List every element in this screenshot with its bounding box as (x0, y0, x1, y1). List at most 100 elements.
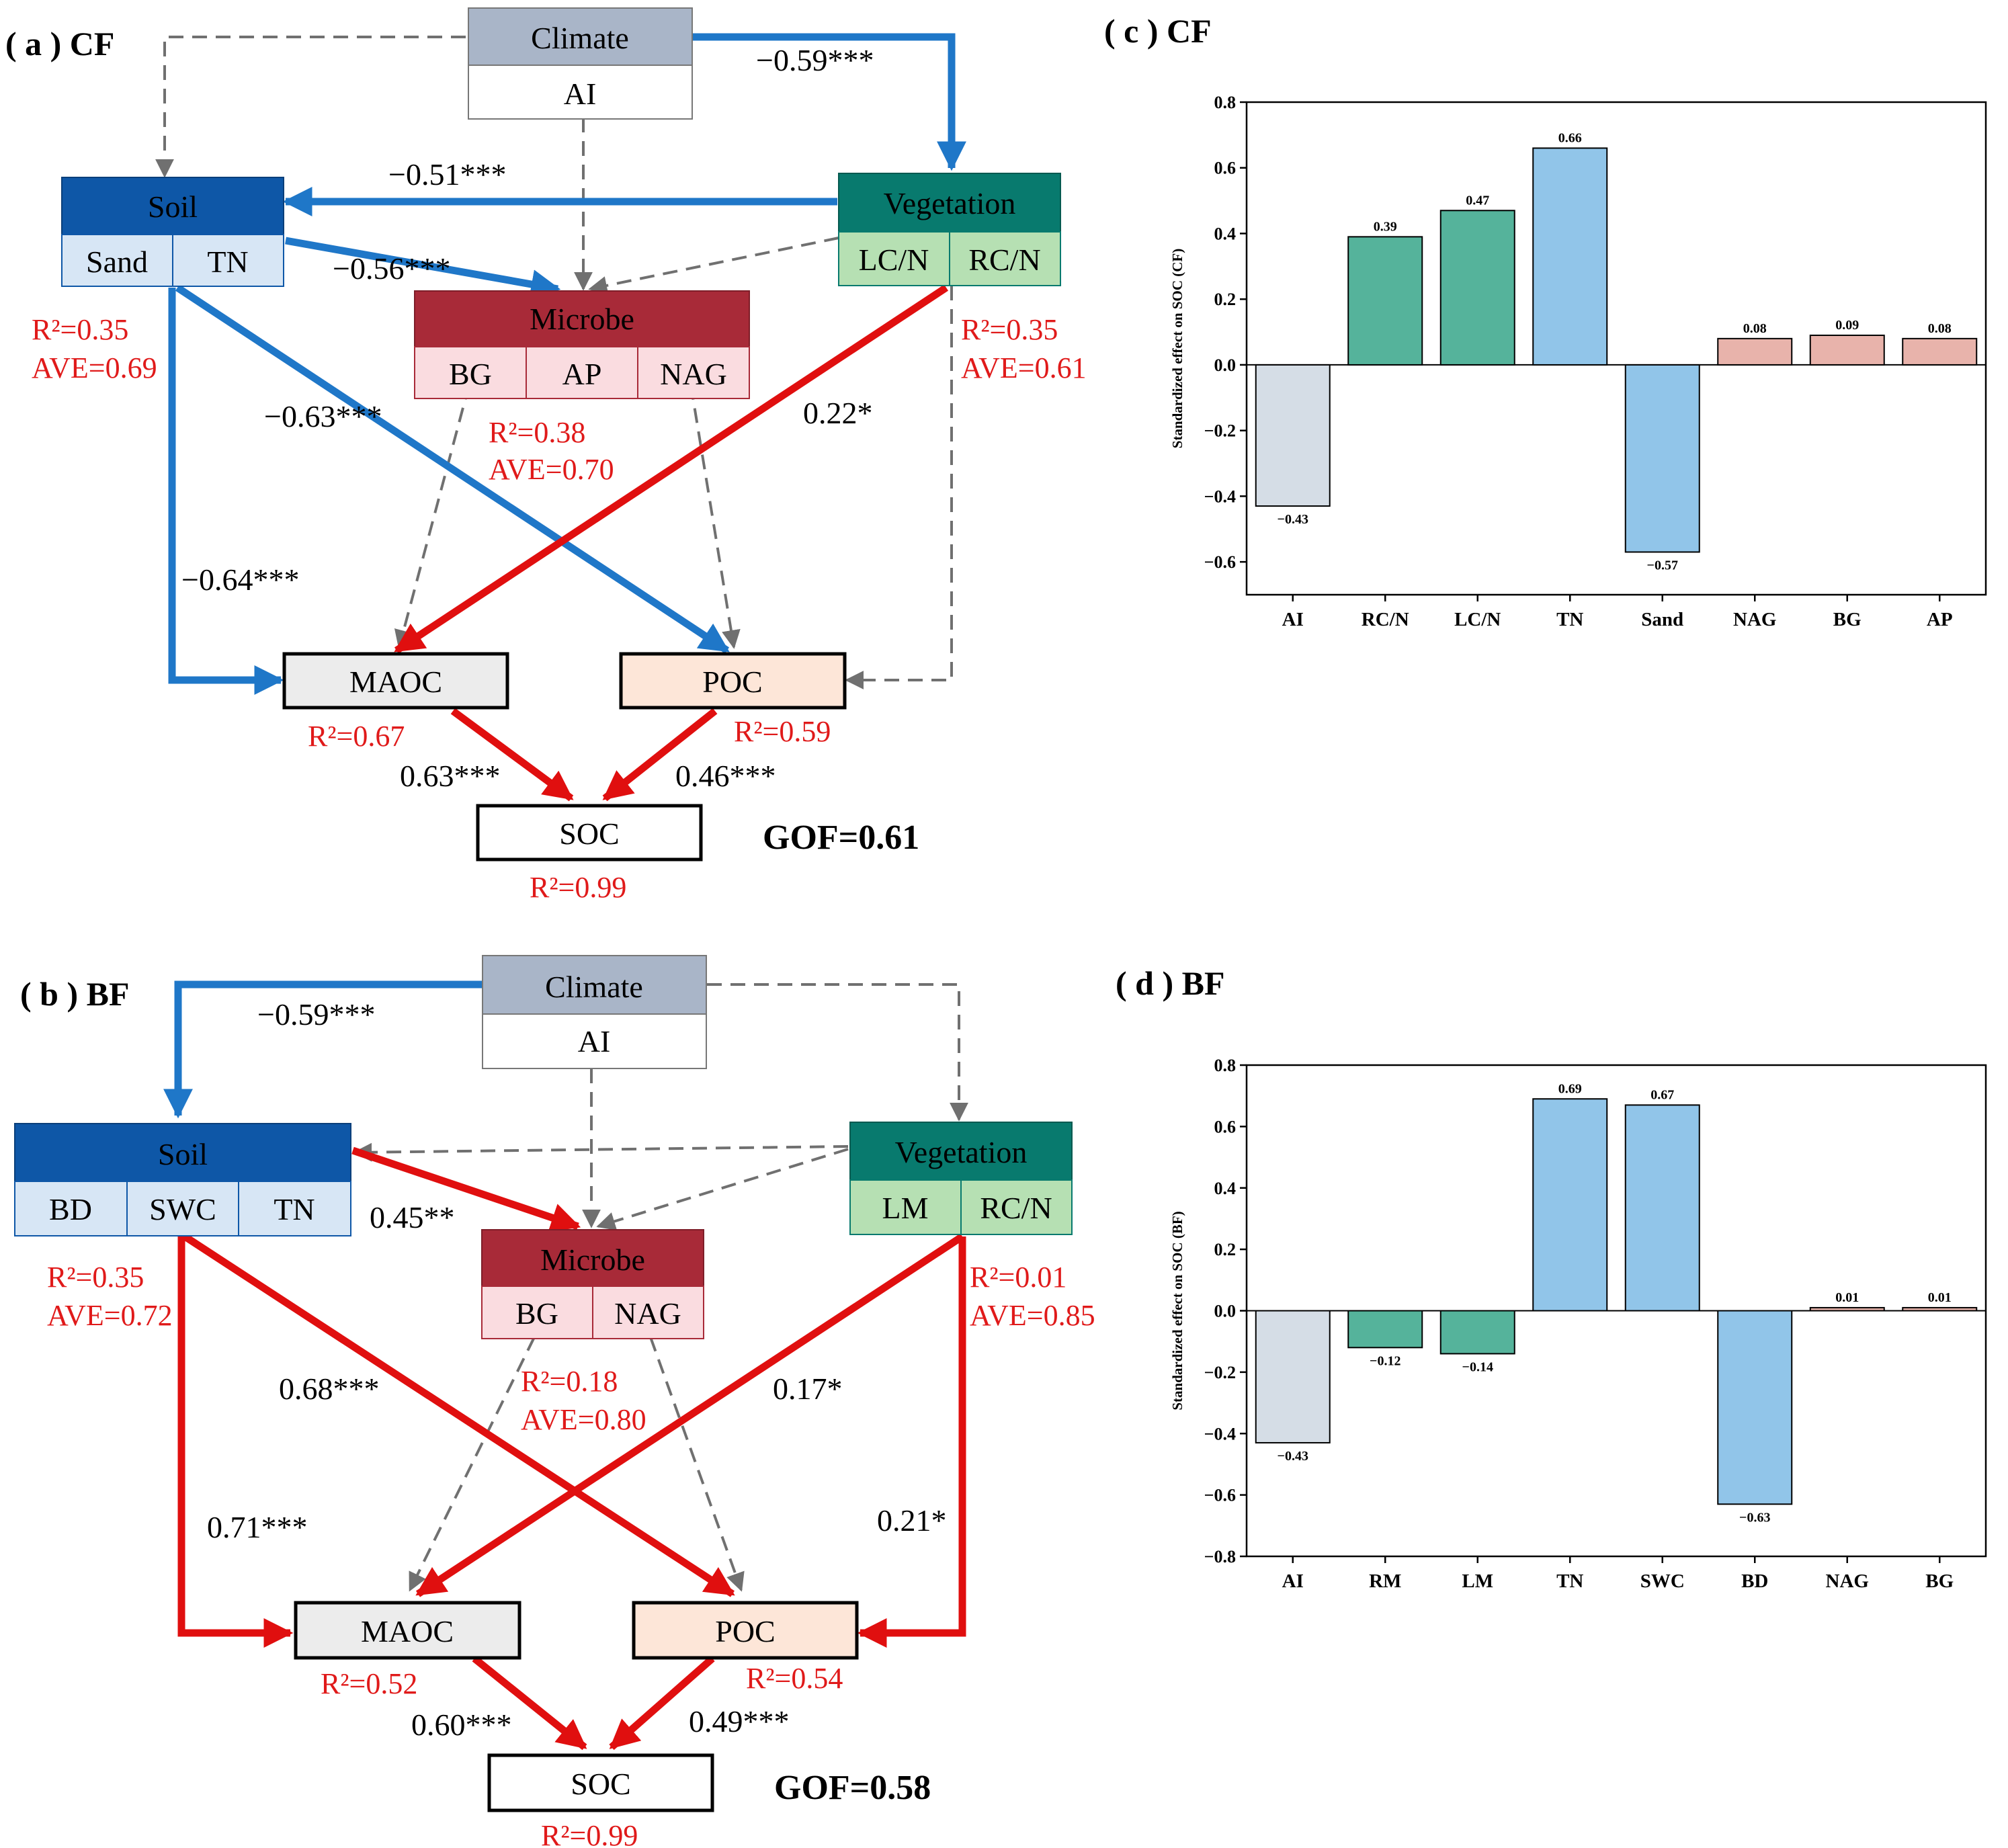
y-tick-label: −0.4 (1204, 1424, 1236, 1443)
soil-title: Soil (158, 1137, 208, 1171)
soc-block: SOC (487, 1753, 714, 1812)
bar-value-label: 0.09 (1835, 318, 1859, 333)
bar (1347, 1310, 1423, 1349)
bar-value-label: 0.08 (1928, 321, 1952, 336)
panel-a-label: ( a ) CF (5, 25, 114, 62)
microbe-cell-nag: NAG (660, 357, 727, 391)
panel-d-bar-chart: ( d ) BF0.80.60.40.20.0−0.2−0.4−0.6−0.8S… (1116, 964, 1987, 1592)
y-tick-label: −0.4 (1204, 487, 1236, 506)
bar (1717, 337, 1793, 366)
microbe-block: Microbe BG NAG (481, 1229, 704, 1339)
soil-cell-tn: TN (207, 245, 248, 279)
coef-soil-poc: 0.68*** (279, 1372, 380, 1406)
path-vegetation-to-poc (857, 1236, 966, 1648)
vegetation-block: Vegetation LM RC/N (849, 1122, 1073, 1235)
coef-maoc-soc: 0.60*** (411, 1708, 512, 1742)
bar-value-label: −0.43 (1278, 512, 1308, 527)
panel-b-gof: GOF=0.58 (774, 1769, 931, 1807)
y-tick-label: −0.6 (1204, 1486, 1236, 1505)
coef-maoc-soc: 0.63*** (400, 759, 501, 793)
vegetation-title: Vegetation (895, 1135, 1028, 1169)
panel-a-solid-paths (168, 33, 966, 802)
plot-frame (1245, 101, 1987, 596)
vegetation-r2: R²=0.01 (970, 1261, 1066, 1294)
y-tick-label: −0.8 (1204, 1547, 1236, 1566)
y-tick-label: 0.6 (1214, 1117, 1237, 1136)
coef-poc-soc: 0.49*** (689, 1704, 790, 1738)
bar-value-label: 0.01 (1928, 1290, 1952, 1305)
microbe-cell-bg: BG (449, 357, 492, 391)
bar (1624, 364, 1700, 553)
maoc-block: MAOC (282, 652, 509, 710)
path-vegetation-to-poc (845, 286, 953, 689)
panel-a-sem-diagram: ( a ) CF Climate AI (5, 7, 1087, 904)
soil-r2: R²=0.35 (32, 313, 128, 346)
climate-block: Climate AI (468, 7, 693, 120)
vegetation-block: Vegetation LC/N RC/N (838, 173, 1061, 286)
y-tick-label: −0.2 (1204, 421, 1236, 441)
bar (1902, 1306, 1978, 1312)
y-tick-label: 0.0 (1214, 355, 1237, 375)
bar-value-label: 0.39 (1374, 219, 1397, 234)
bar (1902, 337, 1978, 366)
coef-climate-soil: −0.59*** (257, 997, 375, 1032)
panel-b-label: ( b ) BF (20, 975, 130, 1013)
soc-label: SOC (559, 816, 619, 851)
y-axis-label: Standardized effect on SOC (CF) (1169, 249, 1185, 448)
x-tick-label: LC/N (1454, 609, 1501, 630)
x-tick-label: BG (1833, 609, 1861, 630)
path-microbe-bg-to-maoc (394, 384, 470, 649)
coef-climate-vegetation: −0.59*** (756, 43, 874, 77)
path-microbe-bg-to-maoc (409, 1337, 536, 1592)
vegetation-title: Vegetation (884, 186, 1016, 220)
path-poc-to-soc (602, 708, 718, 802)
x-tick-label: NAG (1733, 609, 1776, 630)
vegetation-cell-rcn: RC/N (968, 243, 1040, 277)
y-tick-label: 0.6 (1214, 159, 1237, 178)
bar (1532, 1098, 1608, 1312)
coef-vegetation-poc: 0.21* (877, 1503, 947, 1538)
poc-label: POC (702, 665, 762, 699)
climate-title: Climate (531, 21, 629, 55)
path-poc-to-soc (609, 1655, 715, 1751)
bar (1809, 334, 1885, 366)
y-tick-label: 0.4 (1214, 224, 1237, 243)
path-vegetation-to-maoc (394, 284, 949, 654)
soil-block: Soil BD SWC TN (14, 1123, 351, 1236)
poc-label: POC (715, 1614, 775, 1648)
climate-block: Climate AI (482, 955, 707, 1069)
bar (1439, 1310, 1515, 1355)
path-soil-to-poc (182, 1233, 735, 1597)
path-climate-to-soil (155, 36, 466, 178)
chart-panel-label: ( d ) BF (1116, 964, 1225, 1002)
path-vegetation-to-microbe (596, 1148, 849, 1230)
microbe-title: Microbe (530, 302, 634, 336)
maoc-block: MAOC (294, 1601, 521, 1660)
maoc-r2: R²=0.52 (321, 1667, 417, 1700)
maoc-r2: R²=0.67 (308, 720, 405, 753)
bar-value-label: −0.57 (1647, 558, 1678, 573)
panel-a-model-stats: R²=0.35 AVE=0.69 R²=0.35 AVE=0.61 R²=0.3… (32, 313, 1087, 904)
panel-a-path-coefficients: −0.59*** −0.51*** −0.56*** −0.63*** −0.6… (181, 43, 874, 793)
x-tick-label: TN (1556, 609, 1583, 630)
vegetation-cell-lcn: LC/N (859, 243, 929, 277)
x-tick-label: TN (1556, 1570, 1583, 1592)
path-maoc-to-soc (450, 708, 574, 802)
vegetation-cell-rcn: RC/N (980, 1191, 1052, 1225)
bar-value-label: 0.08 (1743, 321, 1767, 336)
bar-value-label: −0.43 (1278, 1449, 1308, 1464)
path-soil-to-maoc (177, 1236, 294, 1648)
poc-r2: R²=0.54 (746, 1662, 843, 1695)
path-climate-to-soil (163, 980, 483, 1119)
bar-value-label: −0.12 (1370, 1353, 1400, 1368)
path-maoc-to-soc (472, 1655, 587, 1751)
soil-cell-bd: BD (49, 1192, 92, 1226)
climate-cell-ai: AI (578, 1024, 611, 1058)
coef-vegetation-maoc: 0.17* (773, 1372, 843, 1406)
microbe-cell-ap: AP (562, 357, 602, 391)
path-soil-to-maoc (168, 288, 284, 695)
y-tick-label: 0.8 (1214, 93, 1237, 112)
y-tick-label: 0.2 (1214, 1240, 1237, 1259)
x-tick-label: SWC (1640, 1570, 1685, 1592)
